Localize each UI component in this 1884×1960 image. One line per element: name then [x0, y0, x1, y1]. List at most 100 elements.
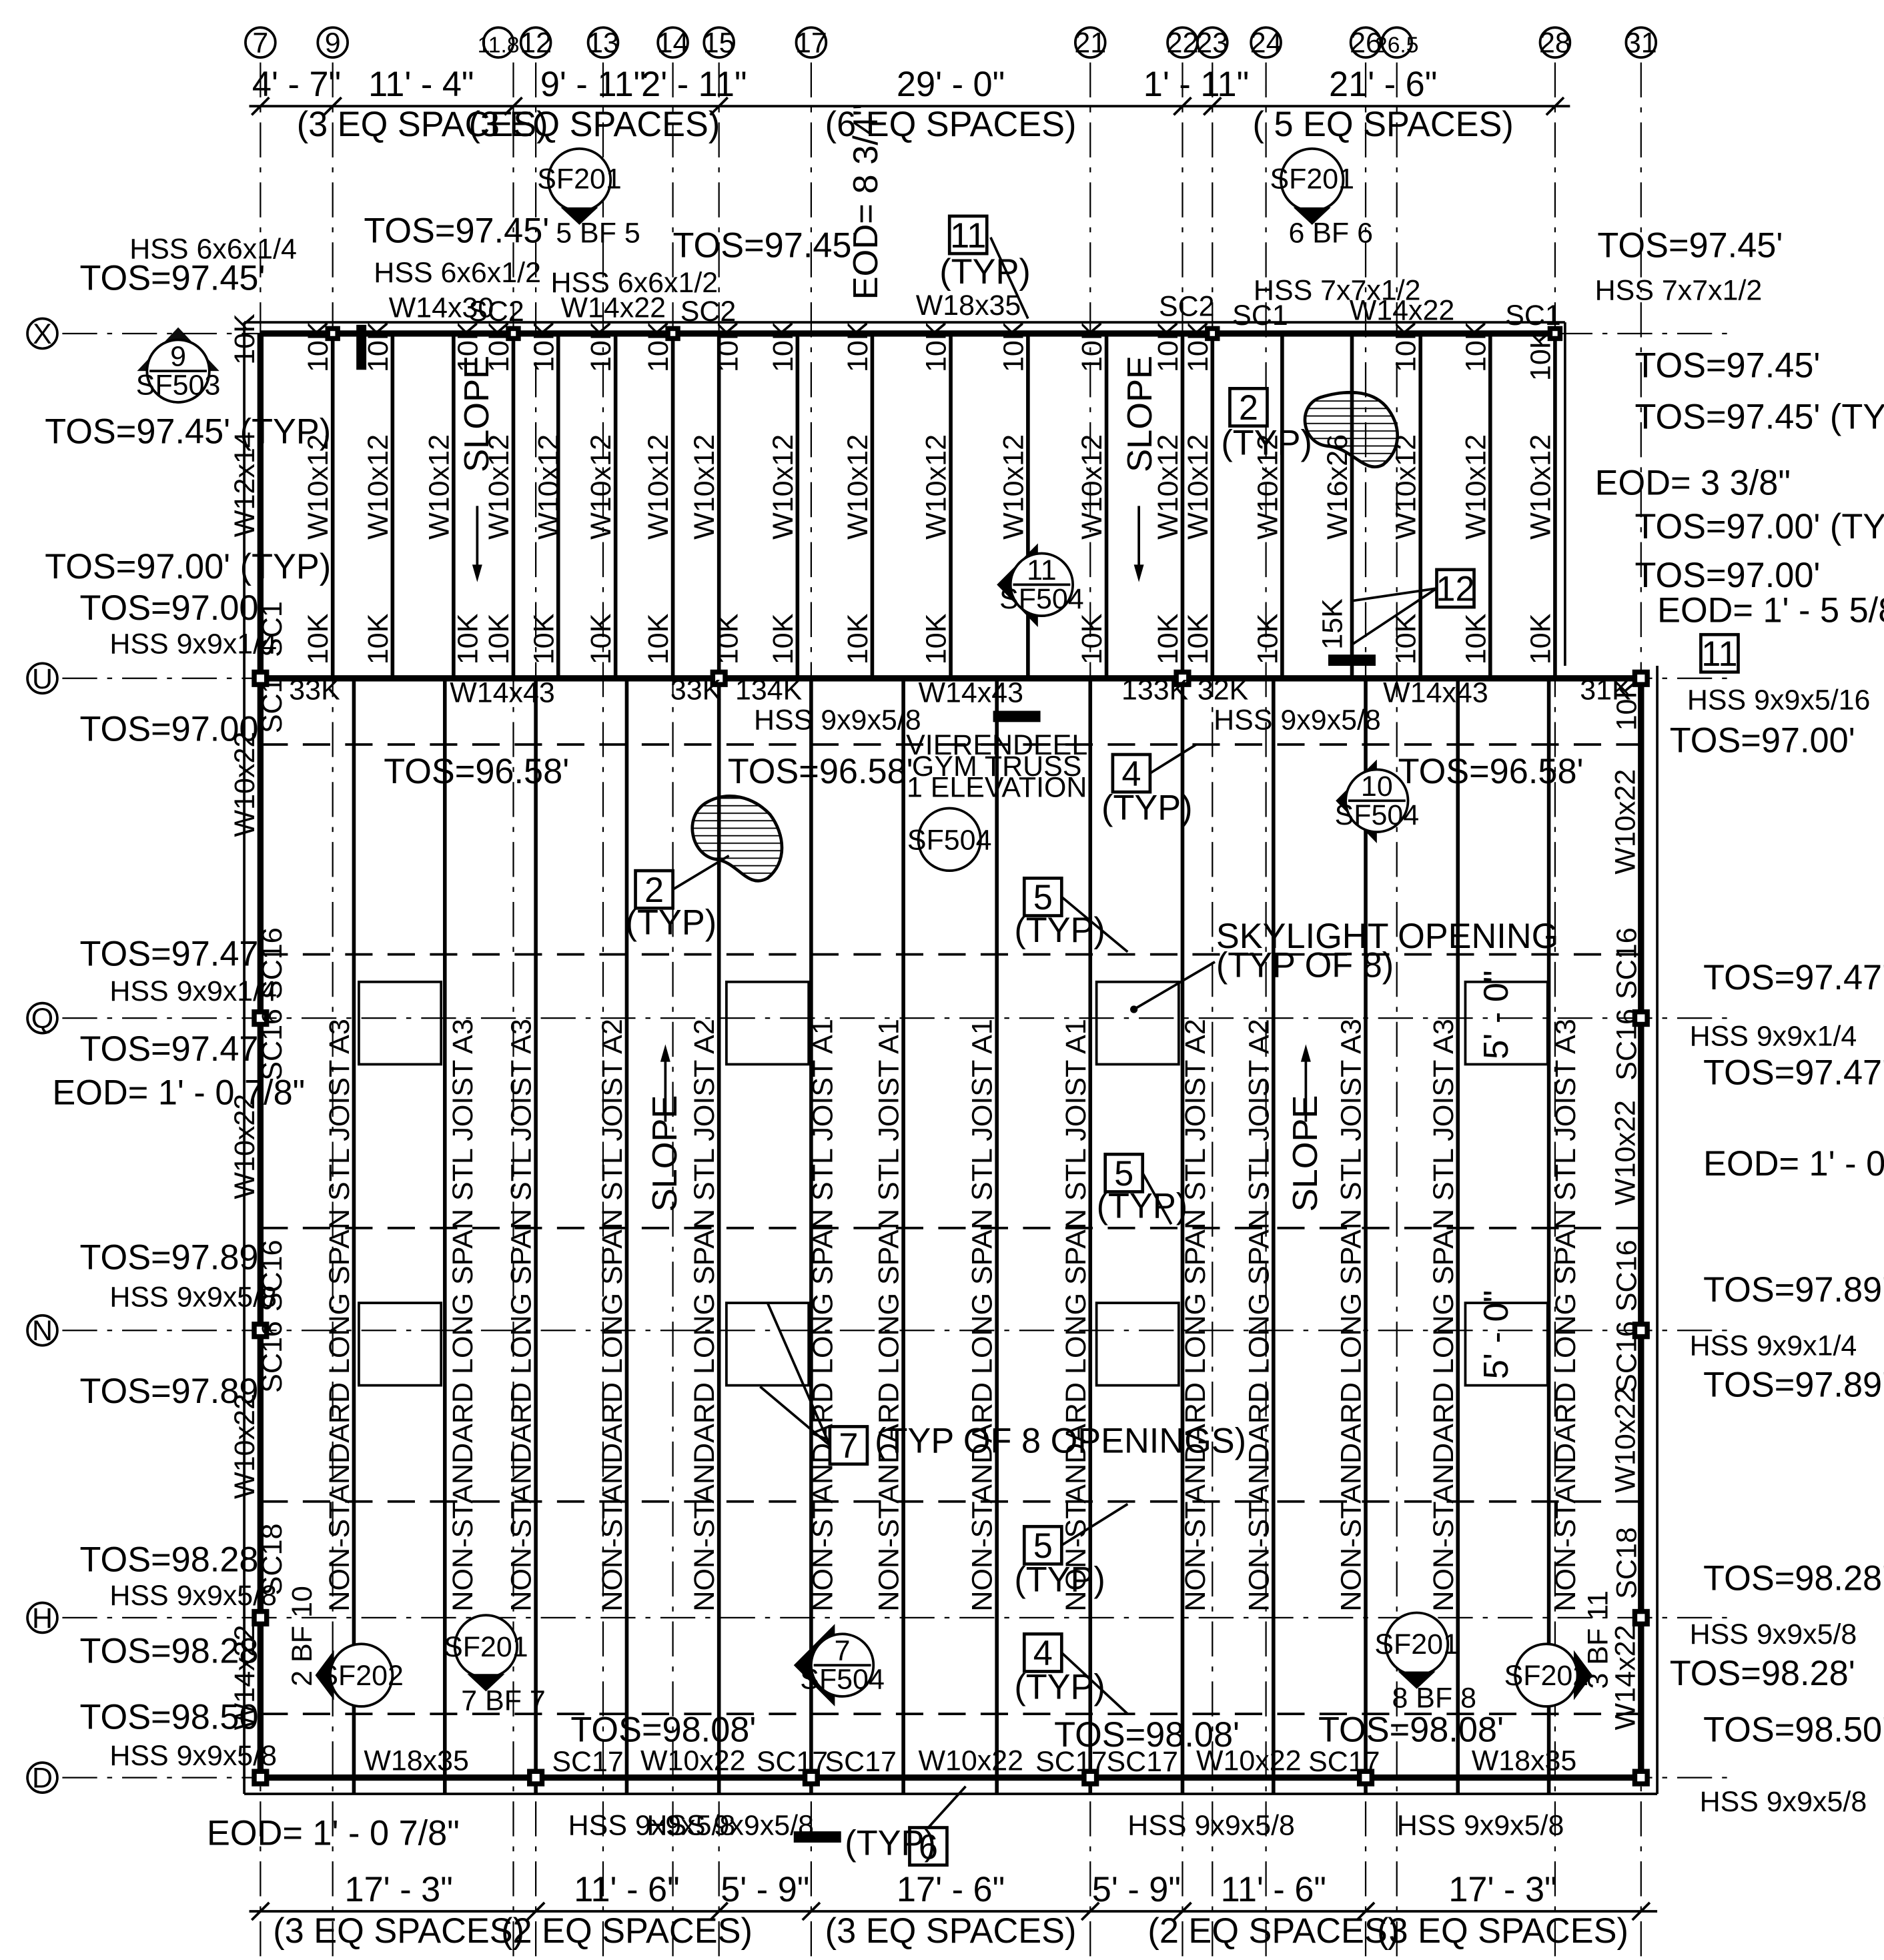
tos-label: TOS=97.47'	[80, 935, 266, 973]
tos-label: TOS=97.00'	[80, 710, 266, 749]
dim-spaces: (2 EQ SPACES)	[1147, 1912, 1399, 1951]
keynote-tag[interactable]: 5 (TYP)	[1014, 877, 1129, 953]
tos-label: TOS=97.89'	[80, 1238, 266, 1277]
tos-label: TOS=98.50'	[80, 1698, 266, 1737]
tos-label: TOS=97.89'	[1703, 1271, 1884, 1310]
grid-bubble	[795, 26, 828, 59]
keynote-tag[interactable]: 5 (TYP)	[1097, 1152, 1188, 1226]
long-span-label: NON-STANDARD LONG SPAN STL JOIST A2	[688, 1019, 721, 1611]
tos-label: TOS=97.45'	[364, 211, 549, 250]
grid-bubble	[26, 1001, 59, 1035]
beam-label: W10x12	[767, 434, 799, 540]
dim-spaces: (3 EQ SPACES)	[1377, 1912, 1628, 1951]
joist-label: 10K	[1610, 680, 1642, 731]
grid-bubble-label: 24	[1250, 27, 1282, 59]
seat-label: SC17	[825, 1746, 896, 1778]
keynote-tag[interactable]: 2 (TYP)	[626, 855, 730, 943]
dim-length: 21' - 6"	[1329, 65, 1437, 104]
keynote-tag[interactable]: 4 (TYP)	[1014, 1632, 1129, 1715]
column	[252, 1608, 270, 1627]
annotations: VIERENDEEL GYM TRUSS 1 ELEVATION SKYLIGH…	[906, 729, 1558, 1379]
svg-text:5 BF 5: 5 BF 5	[556, 217, 640, 249]
section-marker-sf504[interactable]: 10 SF504	[1335, 759, 1420, 843]
beam-label: W10x12	[1460, 434, 1492, 540]
keynote-tag[interactable]: 6 (TYP)	[845, 1785, 967, 1867]
beam-label: W10x22	[1610, 1388, 1642, 1493]
keynote-tag[interactable]: 12	[1351, 568, 1476, 646]
beam-label: W10x12	[585, 434, 617, 540]
keynote-tag[interactable]: 2 (TYP)	[1221, 387, 1312, 463]
section-marker-sf504[interactable]: 11 SF504	[997, 543, 1084, 628]
section-marker-sf201[interactable]: SF201 5 BF 5	[537, 147, 640, 249]
slope-label: SLOPE	[458, 356, 496, 472]
beam-label: W10x12	[642, 434, 674, 540]
beam-label: W10x12	[1182, 434, 1214, 540]
slope-label: SLOPE	[1121, 356, 1159, 472]
long-span-label: NON-STANDARD LONG SPAN STL JOIST A3	[324, 1019, 356, 1611]
slab-edge	[243, 321, 1659, 1795]
section-marker-sf202[interactable]: SF202 3 BF 11	[1504, 1590, 1614, 1708]
joist-label: 10K	[842, 321, 874, 372]
long-span-label: NON-STANDARD LONG SPAN STL JOIST A1	[1060, 1019, 1092, 1611]
hss-label: HSS 9x9x5/8	[109, 1282, 277, 1314]
seat-label: SC16	[256, 927, 288, 999]
grid-bubble-label: 9	[325, 27, 341, 59]
skylight-openings	[358, 980, 1549, 1387]
column	[506, 326, 521, 342]
joist-label: 15K	[1317, 598, 1349, 650]
bearing-plates	[356, 324, 1376, 1843]
keynote-tag[interactable]: 11 (TYP)	[939, 214, 1031, 320]
section-marker-sf201[interactable]: SF201 8 BF 8	[1374, 1611, 1476, 1714]
joist-label: 10K	[528, 321, 560, 372]
joist-label: 10K	[229, 314, 261, 365]
hss-label: HSS 7x7x1/2	[1254, 274, 1421, 306]
section-marker-sf504[interactable]: 7 SF504	[793, 1624, 885, 1706]
hss-label: HSS 9x9x5/8	[1700, 1786, 1867, 1818]
beam-label: W10x12	[423, 434, 455, 540]
column	[710, 669, 728, 687]
section-marker-sf503[interactable]: 9 SF503	[136, 327, 221, 404]
skylight-opening	[725, 980, 811, 1066]
joist-label: 10K	[997, 321, 1029, 372]
hss-label: HSS 9x9x1/4	[109, 975, 277, 1007]
joist-label: 10K	[452, 321, 484, 372]
grid-bubble	[26, 662, 59, 695]
joist-label: 10K	[1076, 321, 1108, 372]
hss-label: HSS 6x6x1/2	[551, 267, 719, 299]
seat-label: SC17	[757, 1746, 828, 1778]
joist-label: 10K	[1390, 321, 1422, 372]
keynote-tag[interactable]: 5 (TYP)	[1014, 1502, 1129, 1600]
joist-label: 10K	[1252, 613, 1284, 664]
tos-label: TOS=97.45'	[673, 227, 859, 266]
seat-label: SC1	[256, 677, 288, 733]
hss-label: HSS 9x9x1/4	[1690, 1330, 1857, 1362]
grid-bubble	[26, 1601, 59, 1634]
columns	[252, 326, 1650, 1787]
svg-text:10: 10	[1361, 771, 1393, 803]
section-marker-sf202[interactable]: SF202 2 BF 10	[286, 1586, 404, 1708]
hss-label: HSS 7x7x1/2	[1595, 274, 1763, 306]
svg-text:2 BF 10: 2 BF 10	[286, 1586, 318, 1686]
girder-load: 32K	[1198, 674, 1249, 706]
section-marker-sf201[interactable]: SF201 7 BF 7	[444, 1614, 546, 1717]
column	[252, 669, 270, 687]
section-marker-sf504[interactable]: SF504	[907, 807, 992, 873]
dim-spaces: (2 EQ SPACES)	[501, 1912, 753, 1951]
hss-labels: HSS 6x6x1/4 HSS 6x6x1/2 HSS 6x6x1/2 HSS …	[109, 233, 1870, 1842]
section-marker-sf201[interactable]: SF201 6 BF 6	[1270, 147, 1373, 249]
beam-label: W10x12	[842, 434, 874, 540]
keynote-tag[interactable]: 11	[1699, 632, 1740, 674]
column	[1173, 669, 1192, 687]
hss-label: HSS 9x9x1/4	[1690, 1020, 1857, 1052]
grid-bubble-label: 23	[1196, 27, 1228, 59]
seat-label: SC16	[1610, 927, 1642, 999]
eod-label: EOD= 1' - 5 5/8"	[1657, 591, 1884, 630]
joist-10k-labels: 10K 10K 10K 10K 10K 10K 10K 10K 10K 10K …	[229, 314, 1642, 731]
svg-text:SF503: SF503	[136, 370, 221, 402]
beam-label: W10x12	[533, 434, 565, 540]
keynote-tag[interactable]: 4 (TYP)	[1101, 743, 1198, 827]
dim-length: 5' - 9"	[721, 1871, 809, 1909]
keynote-tag[interactable]: 7 (TYP OF 8 OPENINGS)	[759, 1302, 1246, 1466]
section-markers: SF201 5 BF 5 SF201 6 BF 6 9 SF503 11 SF5…	[136, 147, 1614, 1717]
seat-label: SC16	[1610, 1321, 1642, 1393]
